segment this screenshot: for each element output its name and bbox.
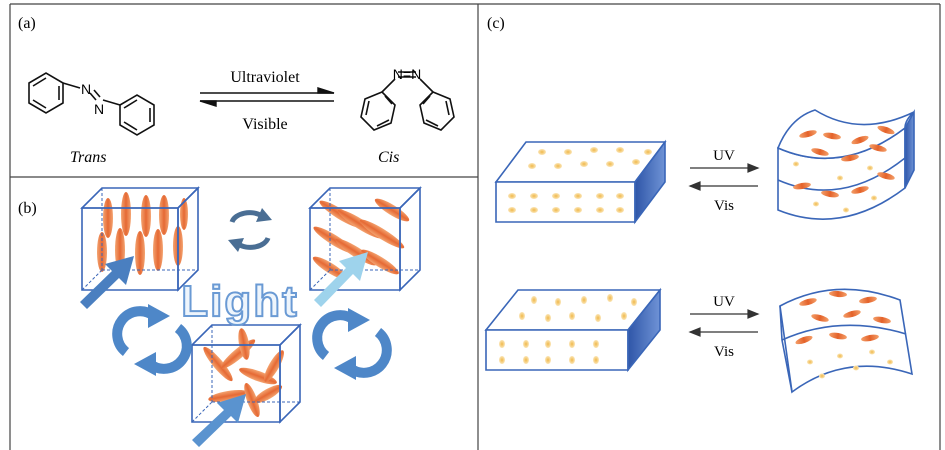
cube-aligned-vertical [80, 186, 200, 292]
light-arrow-1 [80, 256, 134, 309]
cycle-icon-left [112, 306, 192, 374]
cis-name: Cis [378, 149, 399, 166]
cis-azobenzene-structure [360, 71, 455, 131]
top-uv-label: UV [713, 148, 735, 164]
trans-name: Trans [70, 149, 106, 166]
cycle-icon-top-heads [228, 208, 272, 252]
bottom-vis-label: Vis [714, 344, 734, 360]
bottom-flat-film [484, 287, 662, 373]
panel-a: (a) N N Trans Ultraviolet Visible [18, 15, 455, 166]
forward-label: Ultraviolet [230, 69, 300, 86]
top-flat-film [494, 139, 667, 225]
reverse-label: Visible [242, 116, 287, 133]
cube-random-orientation [190, 323, 302, 424]
panel-a-label: (a) [18, 15, 36, 32]
cycle-icon-right-heads [334, 308, 370, 380]
bottom-conversion-arrows [688, 309, 760, 337]
panel-c-label: (c) [487, 15, 505, 32]
cycle-icon-right [312, 310, 392, 378]
light-arrow-2 [314, 252, 368, 307]
panel-b-label: (b) [18, 200, 37, 217]
cis-n-n-bond: N=N [393, 66, 421, 82]
equilibrium-arrows [199, 87, 335, 107]
top-bent-film [776, 108, 915, 220]
panel-b: (b) [18, 186, 422, 447]
trans-n-atom-1: N [81, 81, 91, 97]
top-vis-label: Vis [714, 198, 734, 214]
light-arrow-3 [192, 394, 246, 447]
top-conversion-arrows [688, 163, 760, 191]
bottom-bent-film [779, 288, 914, 394]
cube-aligned-tilted [308, 186, 422, 292]
cycle-icon-left-heads [134, 304, 170, 376]
trans-azobenzene-structure [28, 72, 155, 136]
panel-c: (c) [484, 15, 915, 394]
cycle-icon-top [229, 210, 271, 250]
trans-n-atom-2: N [94, 101, 104, 117]
panel-borders [9, 3, 941, 450]
bottom-uv-label: UV [713, 294, 735, 310]
light-text: Light [181, 277, 299, 326]
